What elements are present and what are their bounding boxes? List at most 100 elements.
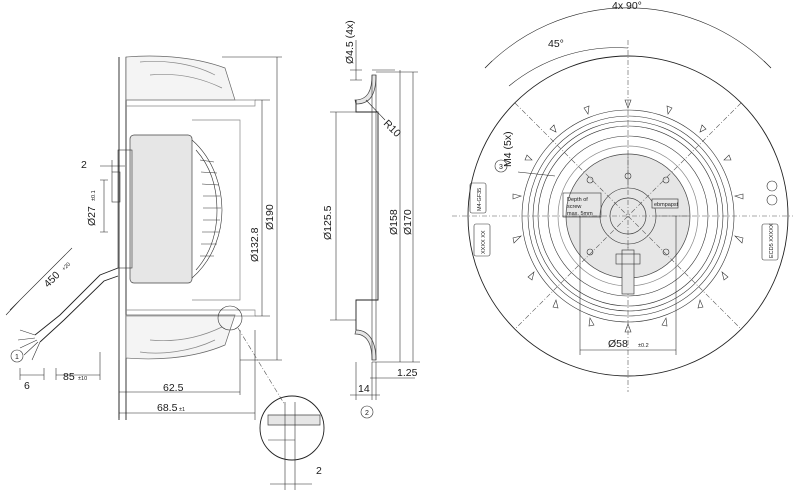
screw-hole: [624, 172, 632, 180]
dim-85-text: 85: [63, 371, 75, 383]
dim-6-line: [19, 368, 45, 380]
shaft-boss: [111, 171, 121, 203]
dim-2-line: [100, 160, 125, 172]
dim-450-tol: +20: [61, 262, 72, 273]
dim-45-line: [350, 40, 362, 81]
dim-45-text: Ø4.5 (4x): [344, 20, 356, 64]
dim-2-text: 2: [81, 159, 87, 171]
dim-125-line: [370, 362, 415, 400]
dim-85-line: [55, 352, 101, 380]
blade-ring-inner: [547, 135, 709, 297]
detail-plate: [267, 414, 321, 426]
depth-note-box: [562, 192, 602, 218]
dim-125-text: 1.25: [397, 367, 418, 379]
side-view: [5, 55, 325, 490]
depth-note-1: Depth of: [567, 197, 588, 203]
connector-head: [615, 253, 641, 265]
screw-hole: [662, 248, 670, 256]
dim-450-text: 450: [42, 269, 63, 290]
blade-ring: [537, 125, 719, 307]
cable-edge: [39, 275, 119, 343]
dim-85-tol: ±10: [78, 376, 87, 382]
blade-edge: [139, 339, 216, 354]
dim-6-text: 6: [24, 380, 30, 392]
symbol-circle: [766, 180, 778, 192]
callout-2-circle: [360, 405, 374, 419]
angle-arc-half: [508, 47, 629, 87]
top-plate: [126, 99, 256, 107]
label-left-top-box: [469, 182, 487, 214]
dim-625-text: 62.5: [163, 382, 184, 394]
dim-170-line: [376, 71, 418, 362]
section-top-curve: [354, 74, 377, 105]
depth-note-2: screw: [567, 204, 581, 210]
outer-ring: [467, 55, 789, 377]
blade-edge: [139, 60, 216, 76]
dim-190-text: Ø190: [264, 204, 276, 230]
blade-edge: [149, 326, 223, 342]
label-left-top-text: M4-GF35: [477, 188, 483, 211]
label-left-bottom-box: [473, 223, 491, 257]
dim-14-line: [350, 362, 380, 400]
dim-450-line: [5, 247, 73, 316]
thread-text: M4 (5x): [502, 131, 514, 167]
detail-leader: [237, 327, 286, 406]
logo-text: ebmpapst: [654, 202, 679, 208]
callout-1-text: 1: [15, 354, 19, 361]
inlet-ring-2: [527, 115, 729, 317]
connector: [621, 249, 635, 295]
callout-3-text: 3: [499, 164, 503, 171]
section-view: [330, 40, 420, 419]
center-lines: [452, 40, 793, 392]
dim-27-tol: ±0.1: [91, 190, 97, 201]
dim-685-tol: ±1: [179, 407, 185, 413]
detail-lines: [268, 402, 296, 480]
callout-3-circle: [494, 159, 508, 173]
fan-inner-outline: [192, 119, 241, 301]
dim-27-line: [100, 179, 108, 233]
symbol-circle: [766, 194, 778, 206]
detail-circle: [259, 395, 325, 461]
dim-132-line: [255, 99, 270, 317]
dim-1255-text: Ø125.5: [322, 205, 334, 240]
rotor-fins: [191, 139, 223, 279]
section-wall: [371, 75, 377, 360]
screw-hole: [662, 176, 670, 184]
callout-1-circle: [10, 349, 24, 363]
dim-685-line: [119, 330, 256, 420]
dim-625-line: [118, 330, 241, 418]
dim-685-text: 68.5: [157, 402, 178, 414]
lower-blade: [125, 314, 236, 360]
dim-14-text: 14: [358, 383, 370, 395]
dim-58-text: Ø58: [608, 338, 628, 350]
dim-58-tol: ±0.2: [638, 343, 649, 349]
callout-2-text: 2: [365, 410, 369, 417]
detail-dim-text: 2: [316, 465, 322, 477]
motor-flange: [117, 149, 133, 269]
wire-ends: [17, 329, 41, 361]
bottom-plate: [126, 309, 256, 317]
label-right-box: [761, 223, 779, 261]
dim-158-line: [372, 69, 420, 363]
dim-1328-text: Ø132.8: [249, 227, 261, 262]
front-view: [452, 7, 793, 392]
depth-note-3: max. 5mm: [567, 211, 593, 217]
dim-1255-line: [330, 111, 356, 321]
section-bottom-curve: [354, 329, 377, 361]
upper-blade: [125, 55, 236, 101]
r10-leader: [365, 99, 386, 121]
screw-hole: [586, 248, 594, 256]
label-right-text: ECD5 XXXXX: [769, 223, 775, 258]
dim-58-line: [579, 216, 677, 355]
section-outline: [355, 100, 379, 330]
angle-total-text: 4x 90°: [612, 0, 642, 12]
detail-dim-line: [270, 480, 312, 490]
dim-158-text: Ø158: [388, 209, 400, 235]
detail-marker: [217, 305, 243, 331]
dim-27-text: Ø27: [86, 206, 98, 226]
logo-box: [651, 198, 679, 209]
blade-edge: [149, 73, 223, 89]
rim-tabs: [512, 99, 744, 333]
